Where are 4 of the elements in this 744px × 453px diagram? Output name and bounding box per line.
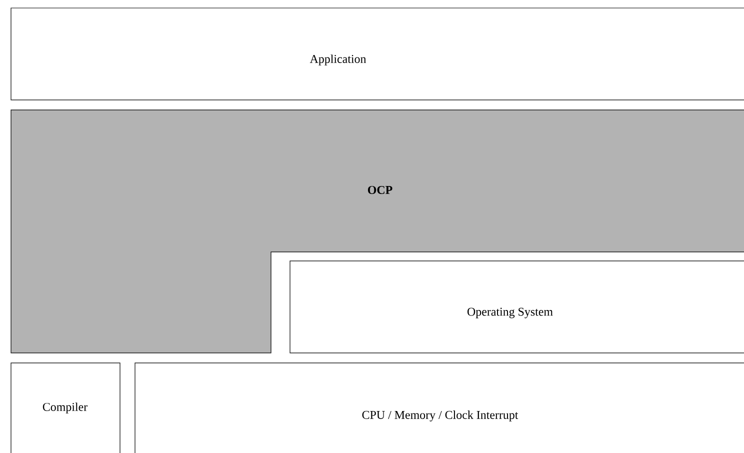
layer-box: Operating System [290, 260, 744, 354]
layer-box: CPU / Memory / Clock Interrupt [134, 362, 744, 453]
layer-box: Application [10, 8, 744, 100]
layer-box: Compiler [10, 362, 120, 453]
